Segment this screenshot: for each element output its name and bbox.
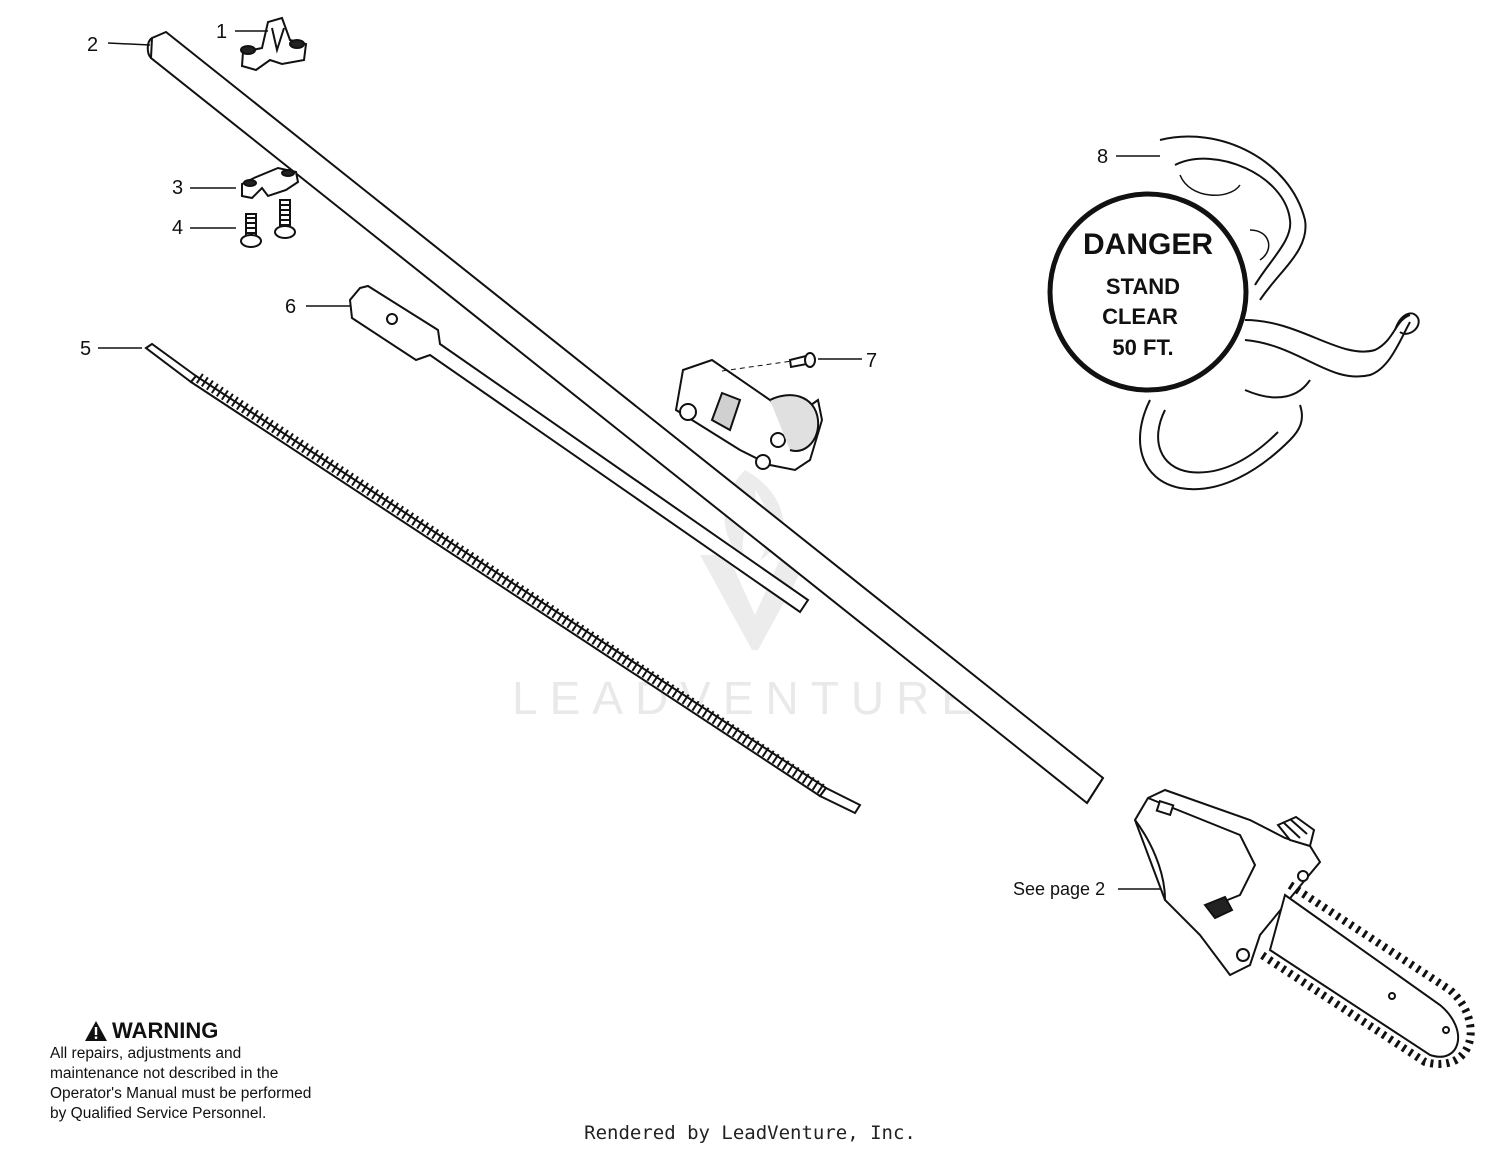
callout-8: 8 (1097, 146, 1108, 168)
warning-triangle-icon (85, 1021, 107, 1041)
see-page-reference: See page 2 (1013, 879, 1105, 899)
part-coupling-housing (674, 358, 824, 472)
callout-7: 7 (866, 350, 877, 372)
part-tube-fitting (348, 284, 810, 614)
callout-4: 4 (172, 217, 183, 239)
callout-5: 5 (80, 338, 91, 360)
callout-1: 1 (216, 21, 227, 43)
leader-lines (98, 30, 1160, 890)
part-screws (240, 199, 296, 248)
warning-body: All repairs, adjustments and maintenance… (50, 1045, 312, 1122)
callout-labels: 1 2 3 4 5 6 7 8 See page 2 (80, 21, 1108, 899)
danger-line-3: 50 FT. (1112, 335, 1173, 360)
part-strap (1139, 135, 1420, 491)
screw-right (274, 199, 296, 239)
danger-line-1: STAND (1106, 274, 1180, 299)
part-clamp-lower (241, 166, 300, 200)
part-handle-clamp-upper (240, 16, 308, 72)
part-shaft-tube (146, 30, 1105, 805)
screw-left (240, 213, 262, 248)
callout-2: 2 (87, 34, 98, 56)
danger-line-2: CLEAR (1102, 304, 1178, 329)
danger-title: DANGER (1083, 228, 1213, 261)
watermark: LEADVENTURE (512, 470, 984, 724)
warning-notice: WARNING All repairs, adjustments and mai… (50, 1018, 350, 1124)
callout-3: 3 (172, 177, 183, 199)
watermark-text: LEADVENTURE (512, 672, 984, 724)
warning-heading: WARNING (84, 1018, 350, 1044)
part-small-screw (721, 352, 816, 372)
warning-title: WARNING (112, 1018, 219, 1043)
pruner-head-assembly (1133, 788, 1475, 1068)
footer-credit: Rendered by LeadVenture, Inc. (584, 1122, 916, 1144)
leader-2 (107, 42, 151, 46)
part-flex-drive-shaft (144, 342, 862, 815)
danger-tag: DANGER STAND CLEAR 50 FT. (1047, 191, 1249, 393)
callout-6: 6 (285, 296, 296, 318)
